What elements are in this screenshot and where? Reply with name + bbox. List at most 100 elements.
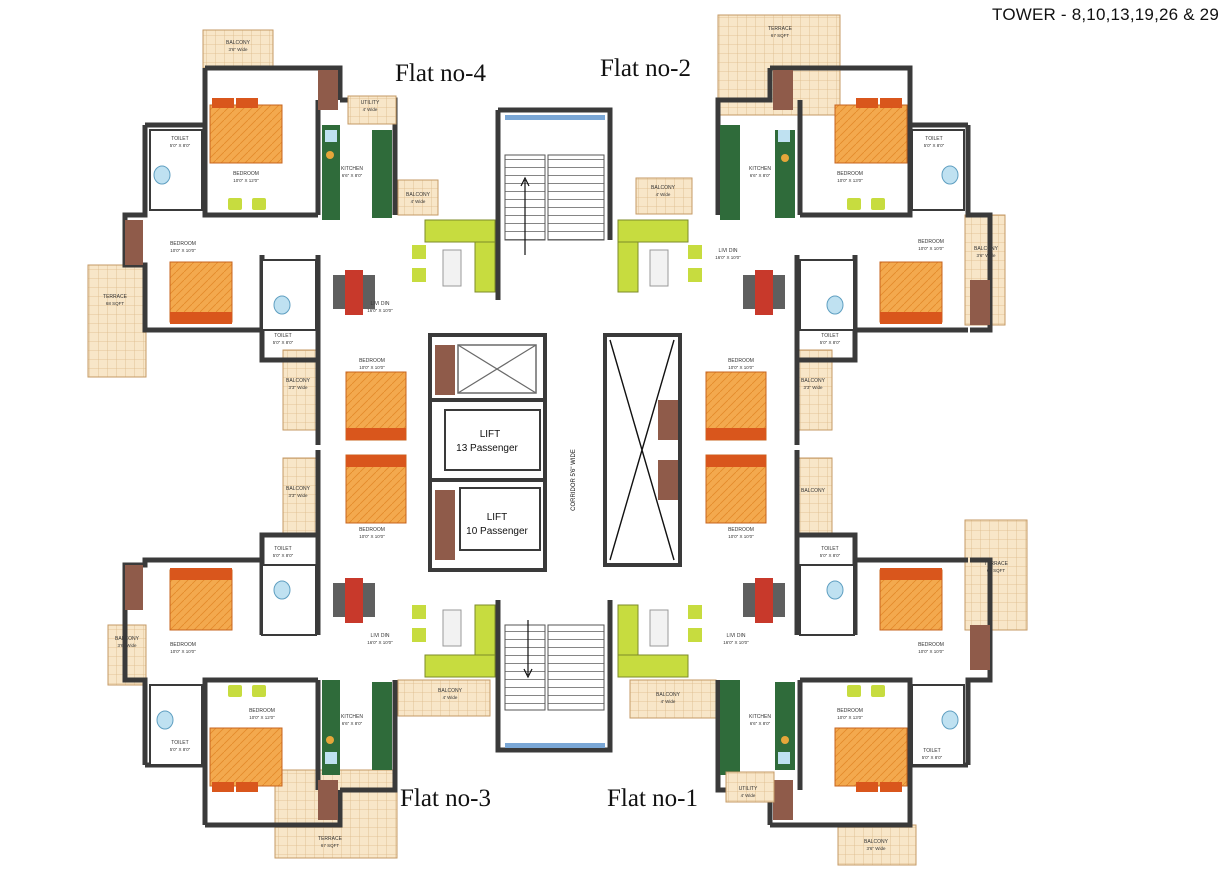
kitchen-dim: 6'6" X 8'0": [750, 173, 771, 178]
bedroom-label: BEDROOM: [233, 171, 259, 177]
toilet-label: TOILET: [923, 748, 940, 754]
lift-10-capacity: 10 Passenger: [466, 526, 528, 537]
flat-3-label: Flat no-3: [400, 785, 491, 812]
toilet-dim: 5'0" X 8'0": [273, 340, 294, 345]
lift-13-title: LIFT: [480, 429, 501, 440]
balcony-dim: 3'3" Wide: [289, 493, 308, 498]
lift-10-title: LIFT: [487, 512, 508, 523]
balcony-dim: 3'6" Wide: [867, 846, 886, 851]
balcony-label: BALCONY: [286, 486, 311, 492]
terrace-dim: 67 SQFT: [321, 843, 340, 848]
bedroom-dim: 10'0" X 10'0": [170, 248, 196, 253]
balcony-label: BALCONY: [226, 40, 251, 46]
lift-13-capacity: 13 Passenger: [456, 443, 518, 454]
livi-din-dim: 16'0" X 10'0": [367, 640, 393, 645]
bedroom-label: BEDROOM: [170, 241, 196, 247]
flat-2: TERRACE 67 SQFT BALCONY 3'6" Wide BALCON…: [617, 14, 1006, 445]
flat-4-label: Flat no-4: [395, 60, 486, 87]
toilet-label: TOILET: [171, 136, 188, 142]
toilet-dim: 5'0" X 8'0": [922, 755, 943, 760]
bedroom-dim: 10'0" X 12'0": [249, 715, 275, 720]
bedroom-label: BEDROOM: [918, 642, 944, 648]
balcony-label: BALCONY: [651, 185, 676, 191]
terrace-label: TERRACE: [984, 561, 1009, 567]
balcony-dim: 3'6" Wide: [229, 47, 248, 52]
bedroom-label: BEDROOM: [728, 527, 754, 533]
bedroom-dim: 10'0" X 10'0": [359, 365, 385, 370]
kitchen-dim: 6'6" X 8'0": [750, 721, 771, 726]
kitchen-label: KITCHEN: [749, 714, 771, 720]
toilet-dim: 5'0" X 8'0": [820, 340, 841, 345]
livi-din-label: LIVI DIN: [371, 301, 390, 307]
flat-3: BALCONY 3'6" Wide TERRACE 67 SQFT BALCON…: [107, 450, 496, 859]
terrace-dim: 68 SQFT: [987, 568, 1006, 573]
kitchen-label: KITCHEN: [749, 166, 771, 172]
kitchen-label: KITCHEN: [341, 714, 363, 720]
balcony-dim: 4' Wide: [656, 192, 671, 197]
bedroom-dim: 10'0" X 10'0": [728, 534, 754, 539]
kitchen-dim: 6'6" X 8'0": [342, 173, 363, 178]
terrace-label: TERRACE: [768, 26, 793, 32]
livi-din-label: LIVI DIN: [371, 633, 390, 639]
toilet-label: TOILET: [821, 546, 838, 552]
terrace-label: TERRACE: [318, 836, 343, 842]
toilet-dim: 5'0" X 8'0": [273, 553, 294, 558]
utility-label: UTILITY: [361, 100, 380, 106]
corridor-label: CORRIDOR 5'6" WIDE: [571, 449, 577, 511]
balcony-label: BALCONY: [656, 692, 681, 698]
balcony-label: BALCONY: [286, 378, 311, 384]
toilet-label: TOILET: [925, 136, 942, 142]
livi-din-dim: 16'0" X 10'0": [715, 255, 741, 260]
bedroom-dim: 10'0" X 10'0": [359, 534, 385, 539]
toilet-dim: 5'0" X 8'0": [170, 747, 191, 752]
terrace-dim: 68 SQFT: [106, 301, 125, 306]
terrace-label: TERRACE: [103, 294, 128, 300]
flat-2-label: Flat no-2: [600, 55, 691, 82]
bedroom-dim: 10'0" X 13'0": [837, 715, 863, 720]
balcony-label: BALCONY: [438, 688, 463, 694]
livi-din-label: LIVI DIN: [719, 248, 738, 254]
balcony-label: BALCONY: [406, 192, 431, 198]
bedroom-dim: 10'0" X 12'0": [233, 178, 259, 183]
bedroom-label: BEDROOM: [837, 708, 863, 714]
toilet-label: TOILET: [171, 740, 188, 746]
balcony-label: BALCONY: [974, 246, 999, 252]
balcony-label: BALCONY: [801, 488, 826, 494]
bedroom-label: BEDROOM: [359, 358, 385, 364]
livi-din-dim: 16'0" X 10'0": [367, 308, 393, 313]
toilet-dim: 5'0" X 8'0": [924, 143, 945, 148]
balcony-dim: 3'3" Wide: [289, 385, 308, 390]
utility-dim: 4' Wide: [741, 793, 756, 798]
balcony-dim: 4' Wide: [443, 695, 458, 700]
tower-title: TOWER - 8,10,13,19,26 & 29: [992, 5, 1219, 24]
balcony-dim: 3'3" Wide: [804, 385, 823, 390]
livi-din-dim: 16'0" X 10'0": [723, 640, 749, 645]
balcony-dim: 4' Wide: [661, 699, 676, 704]
toilet-dim: 5'0" X 8'0": [170, 143, 191, 148]
bedroom-label: BEDROOM: [249, 708, 275, 714]
utility-label: UTILITY: [739, 786, 758, 792]
balcony-label: BALCONY: [864, 839, 889, 845]
toilet-label: TOILET: [274, 546, 291, 552]
core: LIFT 13 Passenger LIFT 10 Passenger CORR…: [428, 107, 682, 753]
kitchen-dim: 6'6" X 8'0": [342, 721, 363, 726]
flat-1: TERRACE 68 SQFT BALCONY 3'6" Wide BALCON…: [617, 450, 1028, 866]
toilet-label: TOILET: [274, 333, 291, 339]
bedroom-dim: 10'0" X 10'0": [170, 649, 196, 654]
flat-1-label: Flat no-1: [607, 785, 698, 812]
toilet-dim: 5'0" X 8'0": [820, 553, 841, 558]
bedroom-dim: 10'0" X 10'0": [728, 365, 754, 370]
toilet-label: TOILET: [821, 333, 838, 339]
bedroom-label: BEDROOM: [170, 642, 196, 648]
balcony-dim: 4' Wide: [411, 199, 426, 204]
bedroom-dim: 10'0" X 10'0": [918, 246, 944, 251]
bedroom-label: BEDROOM: [359, 527, 385, 533]
flat-4: BALCONY 3'6" Wide TERRACE 68 SQFT BALCON…: [87, 29, 496, 445]
terrace-dim: 67 SQFT: [771, 33, 790, 38]
utility-dim: 4' Wide: [363, 107, 378, 112]
bedroom-label: BEDROOM: [837, 171, 863, 177]
livi-din-label: LIVI DIN: [727, 633, 746, 639]
bedroom-dim: 10'0" X 13'0": [837, 178, 863, 183]
kitchen-label: KITCHEN: [341, 166, 363, 172]
